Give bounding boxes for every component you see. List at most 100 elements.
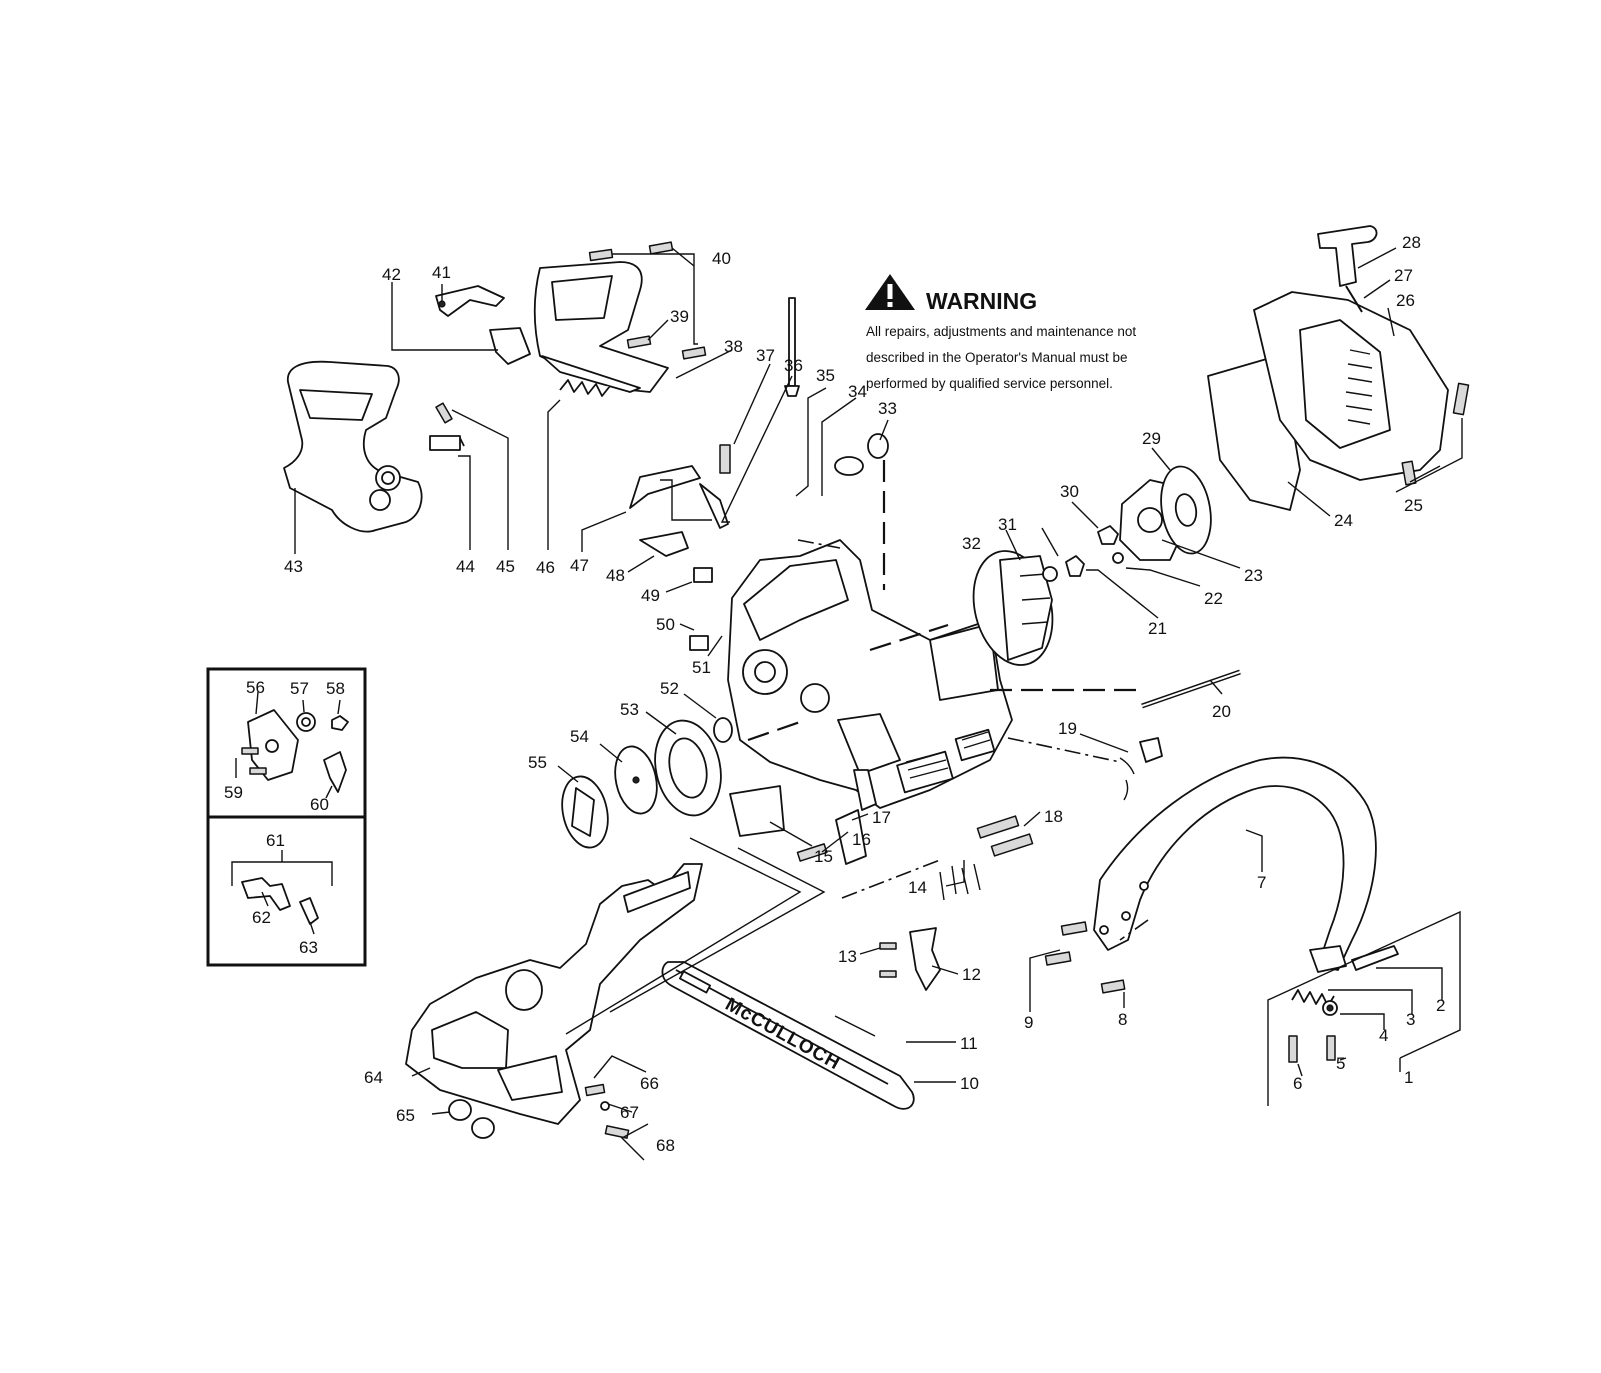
guide-bar-part: McCULLOCH xyxy=(661,961,915,1110)
callout-18: 18 xyxy=(1044,807,1063,826)
callout-27: 27 xyxy=(1394,266,1413,285)
rear-handle-part xyxy=(283,360,423,533)
callout-31: 31 xyxy=(998,515,1017,534)
callout-49: 49 xyxy=(641,586,660,605)
spring-46-part xyxy=(559,379,611,397)
callout-28: 28 xyxy=(1402,233,1421,252)
warning-triangle-icon xyxy=(865,274,915,310)
callout-44: 44 xyxy=(456,557,475,576)
callout-43: 43 xyxy=(284,557,303,576)
oil-line-parts xyxy=(241,877,319,925)
callout-51: 51 xyxy=(692,658,711,677)
av-assembly-part xyxy=(1288,945,1399,1063)
callout-60: 60 xyxy=(310,795,329,814)
oil-pump-parts xyxy=(241,709,349,793)
crankcase-part xyxy=(727,539,1013,811)
warning-line-2: described in the Operator's Manual must … xyxy=(866,350,1127,365)
callout-64: 64 xyxy=(364,1068,383,1087)
callout-23: 23 xyxy=(1244,566,1263,585)
callout-25: 25 xyxy=(1404,496,1423,515)
callout-6: 6 xyxy=(1293,1074,1302,1093)
callout-2: 2 xyxy=(1436,996,1445,1015)
callout-55: 55 xyxy=(528,753,547,772)
callout-59: 59 xyxy=(224,783,243,802)
callout-52: 52 xyxy=(660,679,679,698)
callout-4: 4 xyxy=(1379,1026,1388,1045)
callout-30: 30 xyxy=(1060,482,1079,501)
bar-logo: McCULLOCH xyxy=(722,994,844,1075)
callout-10: 10 xyxy=(960,1074,979,1093)
callout-5: 5 xyxy=(1336,1054,1345,1073)
plate-12-part xyxy=(879,927,941,991)
callout-39: 39 xyxy=(670,307,689,326)
callout-26: 26 xyxy=(1396,291,1415,310)
rod-20-part xyxy=(1119,669,1241,801)
callout-40: 40 xyxy=(712,249,731,268)
callout-20: 20 xyxy=(1212,702,1231,721)
callout-17: 17 xyxy=(872,808,891,827)
callout-33: 33 xyxy=(878,399,897,418)
callout-38: 38 xyxy=(724,337,743,356)
starter-pulley-part xyxy=(1097,465,1212,564)
callout-42: 42 xyxy=(382,265,401,284)
callout-50: 50 xyxy=(656,615,675,634)
starter-housing-part xyxy=(1207,291,1470,511)
callout-68: 68 xyxy=(656,1136,675,1155)
callout-13: 13 xyxy=(838,947,857,966)
brake-parts xyxy=(729,785,1034,865)
callout-21: 21 xyxy=(1148,619,1167,638)
handle-frame-part xyxy=(533,261,669,393)
bar-nuts-part xyxy=(448,1083,630,1139)
callout-47: 47 xyxy=(570,556,589,575)
callout-11: 11 xyxy=(960,1034,978,1053)
warning-line-3: performed by qualified service personnel… xyxy=(866,376,1113,391)
callout-32: 32 xyxy=(962,534,981,553)
callout-14: 14 xyxy=(908,878,927,897)
leader-lines xyxy=(231,247,1463,1161)
callout-65: 65 xyxy=(396,1106,415,1125)
callout-12: 12 xyxy=(962,965,981,984)
flywheel-part xyxy=(972,550,1085,666)
small-parts-center xyxy=(629,297,889,651)
inset-box-oil-line xyxy=(206,815,367,967)
bar-cover-part xyxy=(405,863,703,1125)
callout-3: 3 xyxy=(1406,1010,1415,1029)
callout-56: 56 xyxy=(246,678,265,697)
callout-61: 61 xyxy=(266,831,285,850)
warning-line-1: All repairs, adjustments and maintenance… xyxy=(866,324,1136,339)
callout-9: 9 xyxy=(1024,1013,1033,1032)
callout-19: 19 xyxy=(1058,719,1077,738)
callout-41: 41 xyxy=(432,263,451,282)
callout-16: 16 xyxy=(852,830,871,849)
callout-48: 48 xyxy=(606,566,625,585)
throttle-trigger-part xyxy=(435,285,531,365)
warning-block: WARNING All repairs, adjustments and mai… xyxy=(865,274,1136,391)
callout-66: 66 xyxy=(640,1074,659,1093)
callout-15: 15 xyxy=(814,847,833,866)
callout-29: 29 xyxy=(1142,429,1161,448)
callout-62: 62 xyxy=(252,908,271,927)
callout-1: 1 xyxy=(1404,1068,1413,1087)
clutch-parts xyxy=(561,717,733,849)
callout-54: 54 xyxy=(570,727,589,746)
spring-44-part xyxy=(429,435,465,451)
callout-7: 7 xyxy=(1257,873,1266,892)
handle-screws xyxy=(435,241,707,424)
callout-8: 8 xyxy=(1118,1010,1127,1029)
callout-46: 46 xyxy=(536,558,555,577)
callout-labels: 1 2 3 4 5 6 7 8 9 10 11 12 13 14 15 16 1… xyxy=(224,233,1445,1155)
starter-grip-part xyxy=(1317,225,1378,313)
callout-58: 58 xyxy=(326,679,345,698)
assembly-lines xyxy=(747,460,1149,941)
front-handle-part xyxy=(1093,756,1377,973)
handle-screws-lower xyxy=(1044,921,1126,994)
callout-45: 45 xyxy=(496,557,515,576)
callout-35: 35 xyxy=(816,366,835,385)
callout-22: 22 xyxy=(1204,589,1223,608)
clips-part xyxy=(939,863,981,901)
callout-36: 36 xyxy=(784,356,803,375)
callout-53: 53 xyxy=(620,700,639,719)
callout-63: 63 xyxy=(299,938,318,957)
callout-57: 57 xyxy=(290,679,309,698)
